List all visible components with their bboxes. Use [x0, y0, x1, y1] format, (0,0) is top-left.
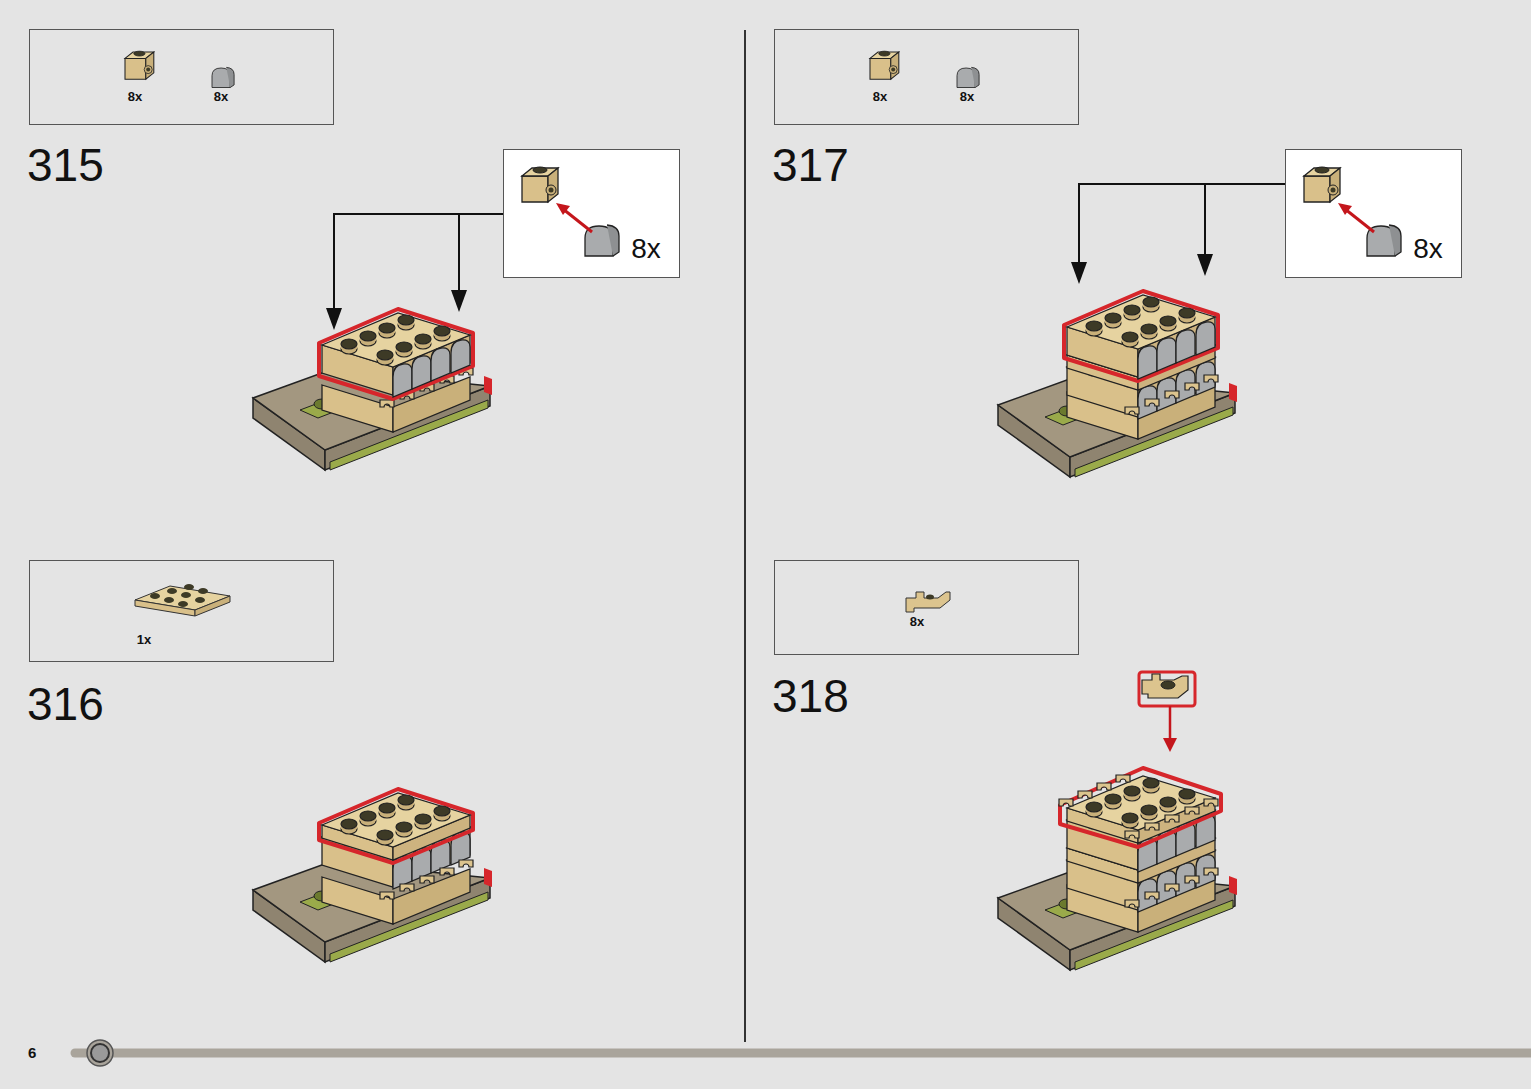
- step-number: 316: [27, 681, 104, 727]
- callout-box: 8x: [503, 149, 680, 278]
- part-quantity: 8x: [910, 615, 924, 629]
- model-318: [998, 768, 1237, 970]
- step-number: 317: [772, 142, 849, 188]
- parts-icons: [125, 51, 979, 616]
- step-number: 315: [27, 142, 104, 188]
- part-quantity: 1x: [137, 633, 151, 647]
- model-317: [998, 291, 1237, 477]
- parts-list-box: 1x: [29, 560, 334, 662]
- parts-list-box: 8x 8x: [29, 29, 334, 125]
- model-316: [253, 789, 492, 962]
- falling-clip-plate: [1139, 672, 1195, 752]
- callout-box: 8x: [1285, 149, 1462, 278]
- page-divider: [744, 30, 746, 1042]
- parts-list-box: 8x 8x: [774, 29, 1079, 125]
- model-315: [253, 309, 492, 470]
- callout-quantity: 8x: [1413, 234, 1443, 265]
- progress-bar: [75, 1040, 1531, 1066]
- step-number: 318: [772, 673, 849, 719]
- page-number: 6: [28, 1045, 36, 1060]
- callout-art: [503, 149, 1462, 278]
- part-quantity: 8x: [214, 90, 228, 104]
- parts-list-box: 8x: [774, 560, 1079, 655]
- part-quantity: 8x: [873, 90, 887, 104]
- callout-quantity: 8x: [631, 234, 661, 265]
- part-quantity: 8x: [128, 90, 142, 104]
- part-quantity: 8x: [960, 90, 974, 104]
